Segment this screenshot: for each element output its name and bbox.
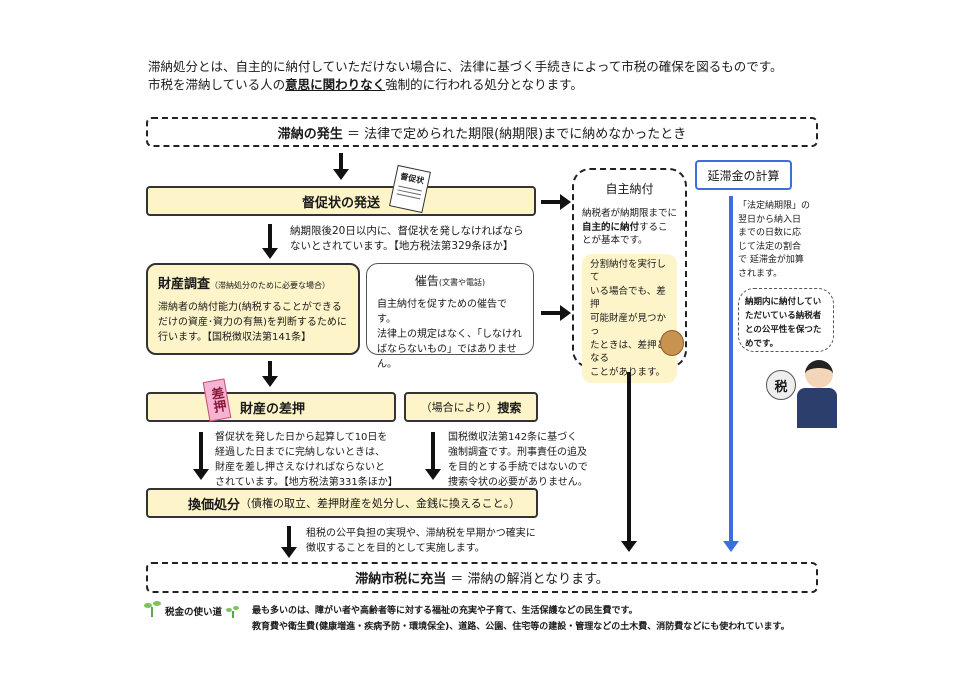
arrow-right-1	[541, 194, 571, 210]
delinquency-occurrence-box: 滞納の発生 ＝ 法律で定められた期限(納期限)までに納めなかったとき	[146, 117, 818, 147]
arrow-down-2	[262, 224, 278, 259]
seizure-note: 督促状を発した日から起算して10日を 経過した日までに完納しないときは、 財産を…	[215, 432, 398, 488]
arrow-down-1	[333, 153, 349, 180]
arrow-down-5	[425, 432, 441, 480]
footer-text: 最も多いのは、障がい者や高齢者等に対する福祉の充実や子育て、生活保護などの民生費…	[252, 606, 790, 632]
demand-letter-box: 督促状の発送	[146, 186, 536, 216]
arrow-right-2	[541, 305, 571, 321]
late-fee-box: 延滞金の計算	[695, 160, 792, 190]
intro-line-1: 滞納処分とは、自主的に納付していただけない場合に、法律に基づく手続きによって市税…	[148, 59, 783, 74]
arrow-down-6	[281, 526, 297, 558]
person-body-icon	[797, 388, 837, 428]
sprout-icon-2	[226, 606, 240, 618]
fairness-bubble: 納期内に納付してい ただいている納税者 との公平性を保つた めです。	[738, 288, 834, 352]
tax-appropriation-box: 滞納市税に充当 ＝ 滞納の解消となります。	[146, 562, 818, 593]
search-note: 国税徴収法第142条に基づく 強制調査です。刑事責任の追及 を目的とする手続では…	[448, 432, 588, 488]
bear-icon	[660, 330, 684, 356]
demand-letter-note: 納期限後20日以内に、督促状を発しなければなら ないとされています。【地方税法第…	[290, 225, 524, 252]
liquidation-note: 租税の公平負担の実現や、滞納税を早期かつ確実に 徴収することを目的として実施しま…	[306, 528, 536, 554]
sprout-icon	[144, 601, 162, 617]
search-box: （場合により）捜索	[404, 392, 538, 422]
person-head-icon	[805, 360, 833, 388]
seizure-box: 財産の差押	[146, 392, 396, 422]
arrow-down-voluntary	[621, 372, 637, 552]
intro-emphasis: 意思に関わりなく	[285, 77, 386, 92]
footer-label: 税金の使い道	[165, 607, 223, 618]
arrow-down-4	[193, 432, 209, 480]
arrow-down-3	[262, 361, 278, 387]
voluntary-payment-box: 自主納付 納税者が納期限までに 自主的に納付することが基本です。 分割納付を実行…	[572, 168, 687, 383]
property-investigation-box: 財産調査（滞納処分のために必要な場合） 滞納者の納付能力(納税することができる …	[146, 263, 360, 355]
liquidation-box: 換価処分（債権の取立、差押財産を処分し、金銭に換えること。）	[146, 488, 538, 518]
arrow-down-late-fee	[723, 196, 739, 552]
intro-text: 滞納処分とは、自主的に納付していただけない場合に、法律に基づく手続きによって市税…	[148, 58, 783, 94]
intro-line-2: 市税を滞納している人の意思に関わりなく強制的に行われる処分となります。	[148, 77, 583, 92]
tax-bag-icon: 税	[766, 370, 796, 400]
late-fee-note: 「法定納期限」の 翌日から納入日 までの日数に応 じて法定の割合 で 延滞金が加…	[738, 201, 811, 279]
reminder-box: 催告(文書や電話) 自主納付を促すための催告です。 法律上の規定はなく、「しなけ…	[366, 263, 534, 370]
